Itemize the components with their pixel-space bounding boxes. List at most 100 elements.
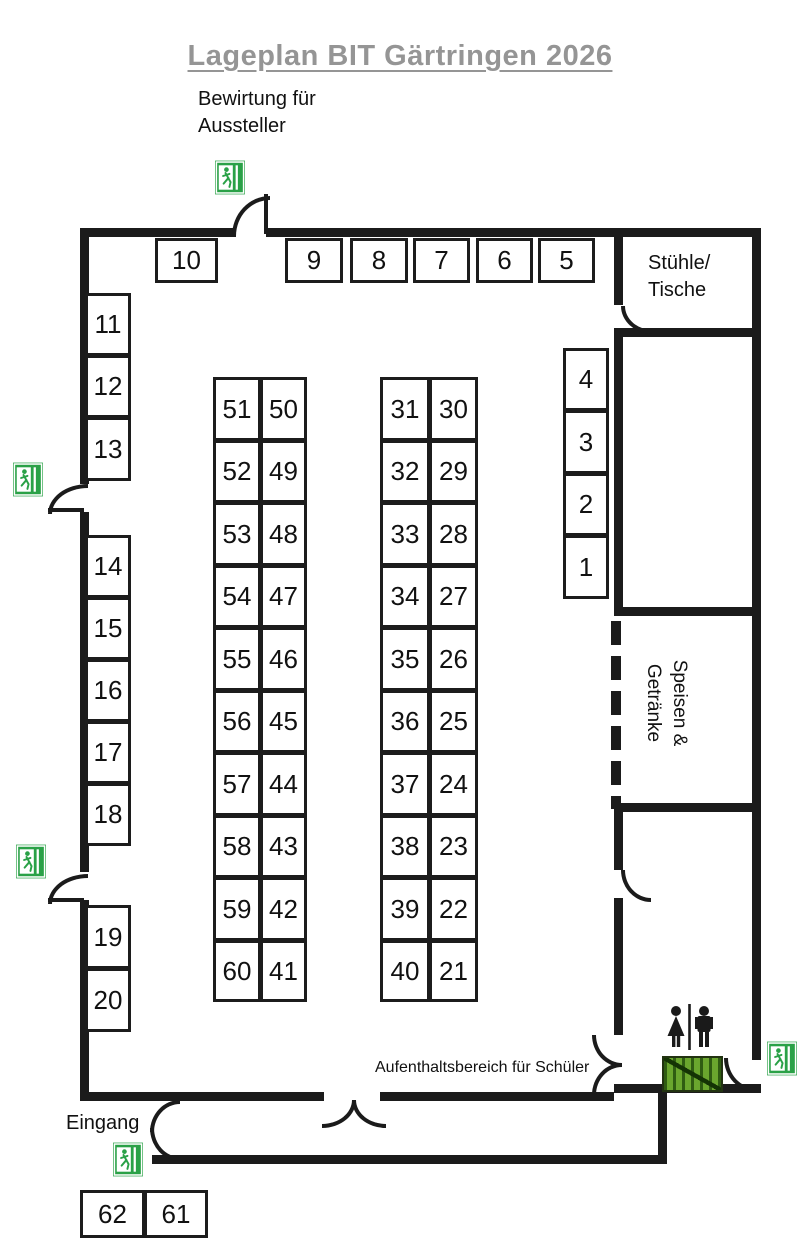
booth-22: 22: [429, 877, 478, 941]
booth-26: 26: [429, 627, 478, 691]
booth-47: 47: [260, 565, 307, 628]
booth-57: 57: [213, 752, 261, 816]
booth-12: 12: [85, 355, 131, 418]
booth-40: 40: [380, 940, 430, 1002]
emergency-exit-icon: [767, 1041, 797, 1076]
wall-left-2: [80, 512, 89, 872]
booth-10: 10: [155, 238, 218, 283]
booth-42: 42: [260, 877, 307, 941]
booth-21: 21: [429, 940, 478, 1002]
booth-34: 34: [380, 565, 430, 628]
booth-7: 7: [413, 238, 470, 283]
booth-52: 52: [213, 440, 261, 503]
wall-top-main: [266, 228, 618, 237]
wall-right-outer: [752, 228, 761, 1060]
booth-58: 58: [213, 815, 261, 878]
wall-room2-bottom: [614, 607, 761, 616]
aufenthaltsbereich-label: Aufenthaltsbereich für Schüler: [375, 1059, 590, 1076]
stuehle-tische-label: Stühle/Tische: [648, 252, 711, 301]
booth-23: 23: [429, 815, 478, 878]
wall-dashed-serving: [611, 621, 621, 809]
booth-36: 36: [380, 690, 430, 753]
booth-18: 18: [85, 783, 131, 846]
booth-62: 62: [80, 1190, 145, 1238]
wall-bottom-hall-right: [380, 1092, 614, 1101]
booth-55: 55: [213, 627, 261, 691]
wall-left-1: [80, 228, 89, 484]
door-leaf-left-2: [48, 898, 84, 902]
booth-45: 45: [260, 690, 307, 753]
wall-left-3: [80, 900, 89, 1100]
booth-6: 6: [476, 238, 533, 283]
booth-32: 32: [380, 440, 430, 503]
booth-33: 33: [380, 502, 430, 566]
door-arc-wc-upper: [592, 1035, 622, 1067]
booth-17: 17: [85, 721, 131, 784]
booth-4: 4: [563, 348, 609, 411]
stairs-icon: [662, 1056, 723, 1092]
wall-stuehle-bottom: [614, 328, 761, 337]
booth-1: 1: [563, 535, 609, 599]
booth-56: 56: [213, 690, 261, 753]
booth-9: 9: [285, 238, 343, 283]
booth-59: 59: [213, 877, 261, 941]
door-arc-right-room: [621, 870, 651, 902]
page-title: Lageplan BIT Gärtringen 2026: [187, 40, 613, 72]
booth-53: 53: [213, 502, 261, 566]
booth-50: 50: [260, 377, 307, 441]
eingang-label: Eingang: [66, 1112, 140, 1134]
booth-35: 35: [380, 627, 430, 691]
booth-44: 44: [260, 752, 307, 816]
door-leaf-left-1: [48, 508, 84, 512]
booth-11: 11: [85, 293, 131, 356]
door-arc-wc-lower: [592, 1063, 622, 1095]
wall-top-left: [80, 228, 236, 237]
wall-divider-4: [614, 898, 623, 1035]
wc-icon: [663, 1004, 717, 1056]
booth-39: 39: [380, 877, 430, 941]
door-arc-main-right: [352, 1100, 386, 1128]
booth-8: 8: [350, 238, 408, 283]
booth-19: 19: [85, 905, 131, 969]
booth-3: 3: [563, 410, 609, 474]
wall-top-right: [612, 228, 761, 237]
wall-divider-2: [614, 335, 623, 615]
booth-43: 43: [260, 815, 307, 878]
booth-49: 49: [260, 440, 307, 503]
wall-divider-3: [614, 810, 623, 870]
booth-41: 41: [260, 940, 307, 1002]
booth-25: 25: [429, 690, 478, 753]
booth-51: 51: [213, 377, 261, 441]
booth-38: 38: [380, 815, 430, 878]
wall-speisen-bottom: [614, 803, 761, 812]
booth-61: 61: [144, 1190, 208, 1238]
booth-14: 14: [85, 535, 131, 598]
booth-5: 5: [538, 238, 595, 283]
wall-corridor-connector: [658, 1090, 667, 1162]
booth-48: 48: [260, 502, 307, 566]
booth-24: 24: [429, 752, 478, 816]
booth-2: 2: [563, 473, 609, 536]
booth-27: 27: [429, 565, 478, 628]
emergency-exit-icon: [16, 844, 46, 879]
booth-15: 15: [85, 597, 131, 660]
emergency-exit-icon: [113, 1142, 143, 1177]
booth-54: 54: [213, 565, 261, 628]
emergency-exit-icon: [215, 160, 245, 195]
wall-corridor-bottom: [152, 1155, 667, 1164]
door-leaf-top: [264, 194, 268, 234]
booth-28: 28: [429, 502, 478, 566]
door-arc-main-left: [322, 1100, 356, 1128]
wall-bottom-hall-left: [80, 1092, 324, 1101]
booth-30: 30: [429, 377, 478, 441]
booth-13: 13: [85, 417, 131, 481]
booth-29: 29: [429, 440, 478, 503]
emergency-exit-icon: [13, 462, 43, 497]
speisen-getraenke-label: Speisen &Getränke: [643, 659, 690, 747]
booth-46: 46: [260, 627, 307, 691]
booth-31: 31: [380, 377, 430, 441]
wall-divider-1: [614, 228, 623, 305]
booth-60: 60: [213, 940, 261, 1002]
